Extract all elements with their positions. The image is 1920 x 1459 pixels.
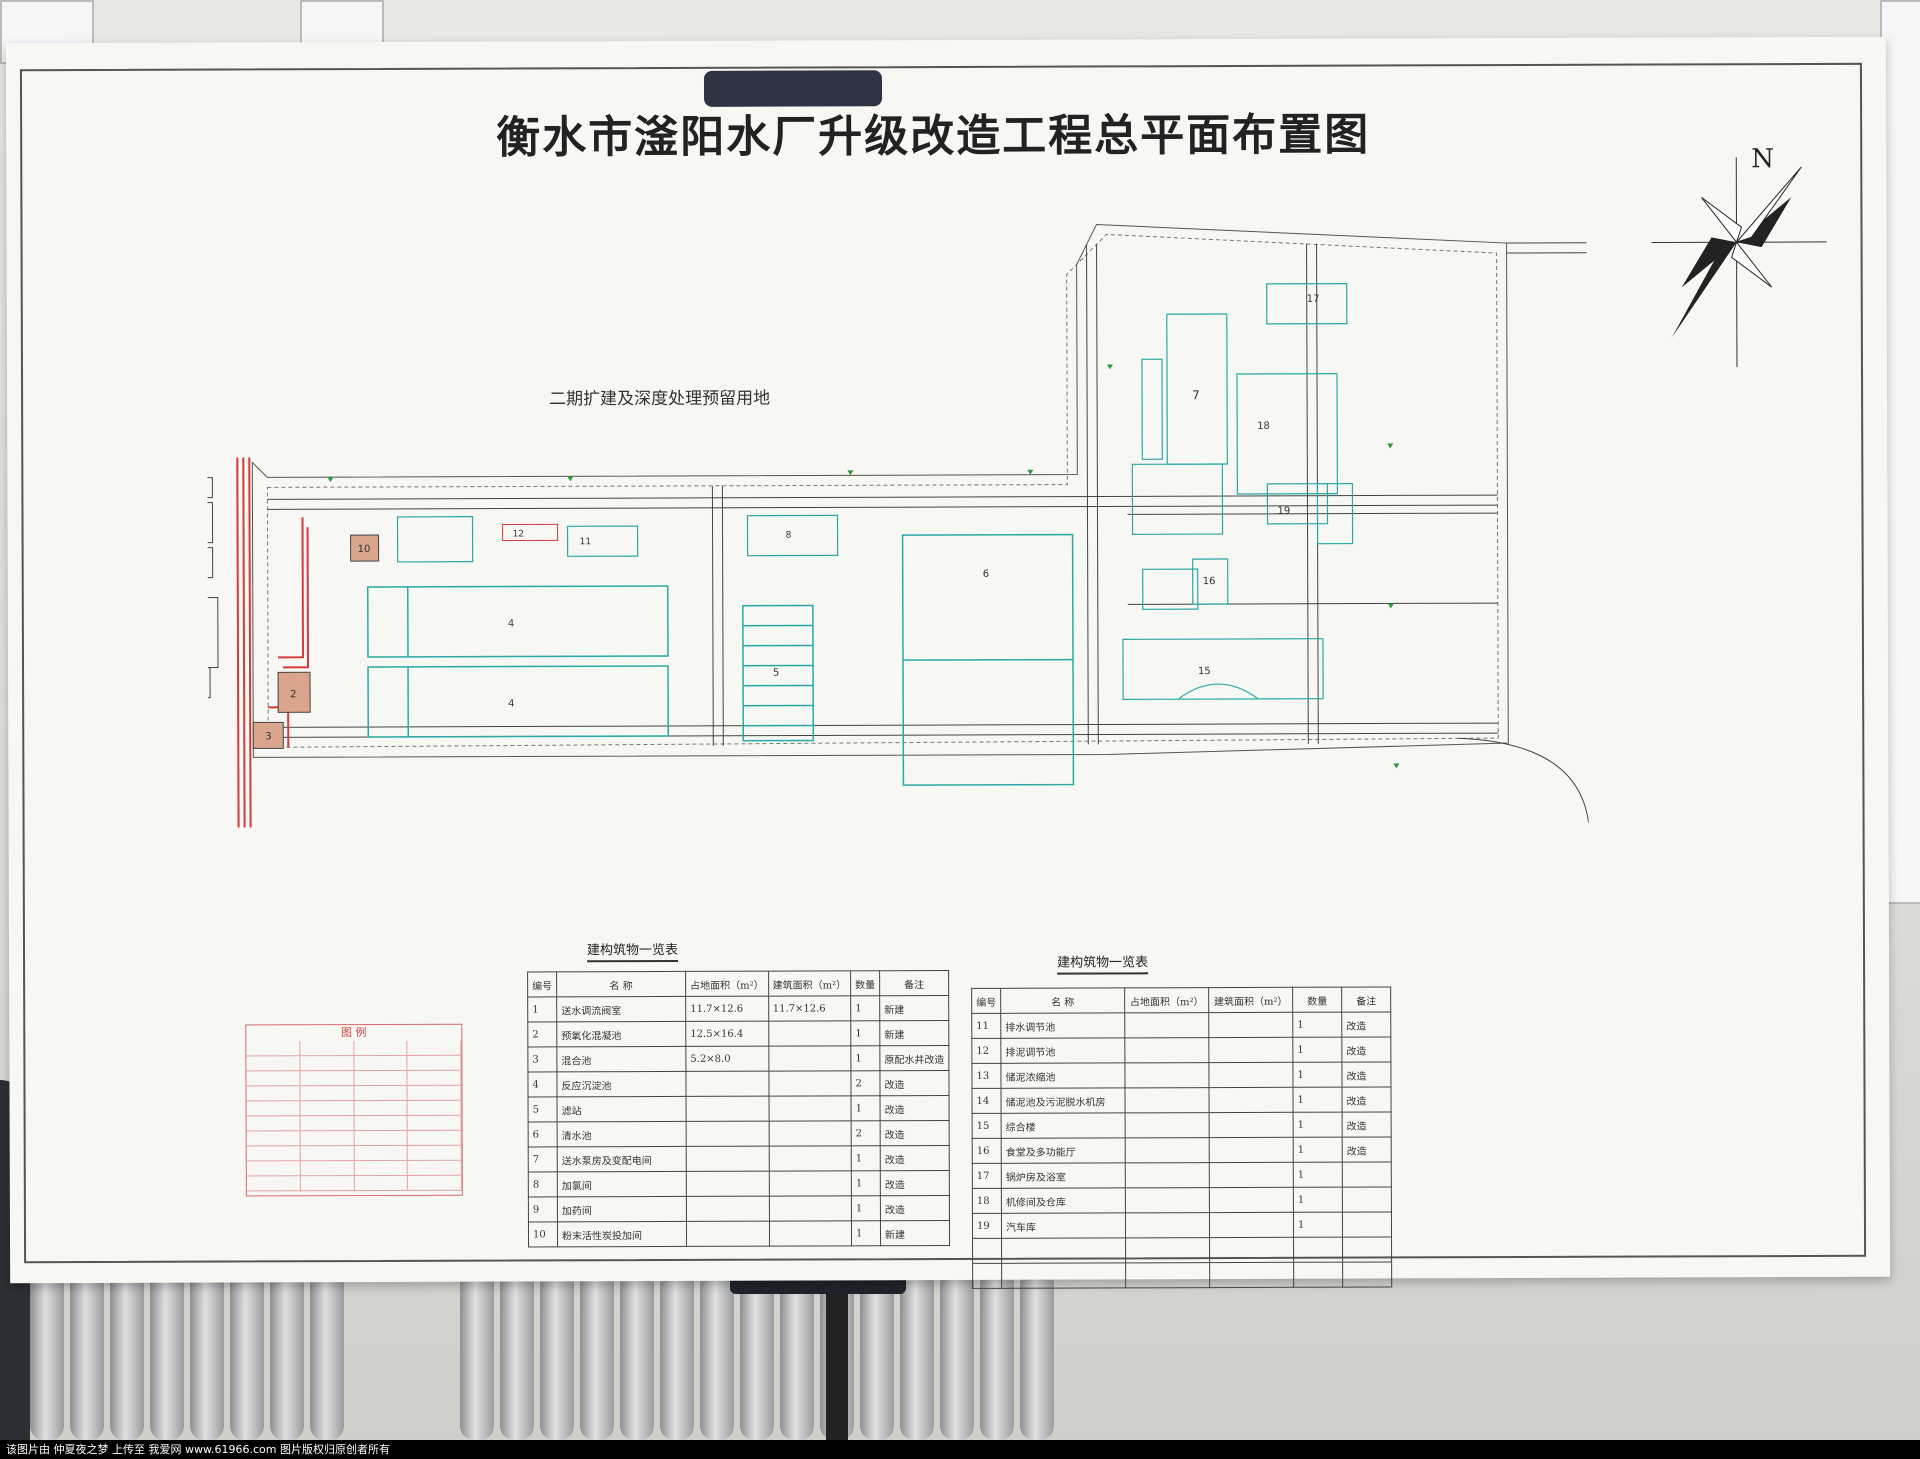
drawing-title: 衡水市滏阳水厂升级改造工程总平面布置图 [496, 109, 1371, 164]
svg-text:15: 15 [1198, 666, 1211, 677]
radiator-right [460, 1270, 1054, 1440]
svg-text:3: 3 [265, 731, 271, 742]
svg-text:11: 11 [580, 537, 591, 547]
svg-text:16: 16 [1203, 576, 1216, 587]
north-label: N [1751, 144, 1774, 174]
svg-text:19: 19 [1277, 506, 1290, 517]
table-header-cell: 名 称 [556, 971, 686, 997]
table-right-header: 编号 名 称 占地面积（m²） 建筑面积（m²） 数量 备注 [971, 986, 1391, 1014]
table-header-cell: 备注 [879, 970, 949, 996]
table-header-cell: 编号 [527, 971, 557, 997]
table-header-cell: 备注 [1341, 986, 1391, 1013]
svg-text:7: 7 [1192, 388, 1200, 402]
radiator-left [30, 1270, 344, 1440]
table-header-cell: 数量 [850, 970, 880, 996]
legend-box: 图 例 [245, 1023, 463, 1197]
table-left-header: 编号 名 称 占地面积（m²） 建筑面积（m²） 数量 备注 [527, 970, 949, 997]
table-right-title: 建构筑物一览表 [1057, 951, 1149, 975]
table-header-cell: 名 称 [1000, 987, 1125, 1014]
svg-text:18: 18 [1257, 421, 1270, 432]
easel-pole [826, 1275, 848, 1445]
legend-title: 图 例 [341, 1026, 367, 1040]
watermark-bar: 该图片由 仲夏夜之梦 上传至 我爱网 www.61966.com 图片版权归原创… [0, 1440, 1920, 1459]
svg-text:12: 12 [513, 529, 524, 539]
svg-text:2: 2 [290, 689, 296, 700]
table-header-cell: 数量 [1292, 987, 1342, 1013]
svg-text:5: 5 [773, 668, 779, 679]
svg-text:10: 10 [358, 544, 371, 555]
table-row [972, 1236, 1392, 1264]
svg-text:4: 4 [508, 699, 514, 710]
svg-text:17: 17 [1307, 294, 1320, 305]
north-arrow-icon: N [1651, 144, 1827, 368]
drawing-board: 衡水市滏阳水厂升级改造工程总平面布置图 二期扩建及深度处理预留用地 N [5, 36, 1891, 1289]
table-left-title: 建构筑物一览表 [586, 938, 679, 963]
table-header-cell: 占地面积（m²） [1124, 987, 1209, 1013]
svg-text:4: 4 [508, 619, 514, 630]
svg-text:6: 6 [983, 569, 989, 580]
table-header-cell: 建筑面积（m²） [768, 970, 851, 997]
table-header-cell: 建筑面积（m²） [1208, 987, 1293, 1013]
site-plan: 13 14 10 2 3 4 4 5 [206, 223, 1590, 828]
svg-text:8: 8 [786, 531, 792, 541]
table-header-cell: 占地面积（m²） [685, 971, 769, 997]
table-row [972, 1261, 1392, 1289]
table-header-cell: 编号 [971, 988, 1001, 1014]
